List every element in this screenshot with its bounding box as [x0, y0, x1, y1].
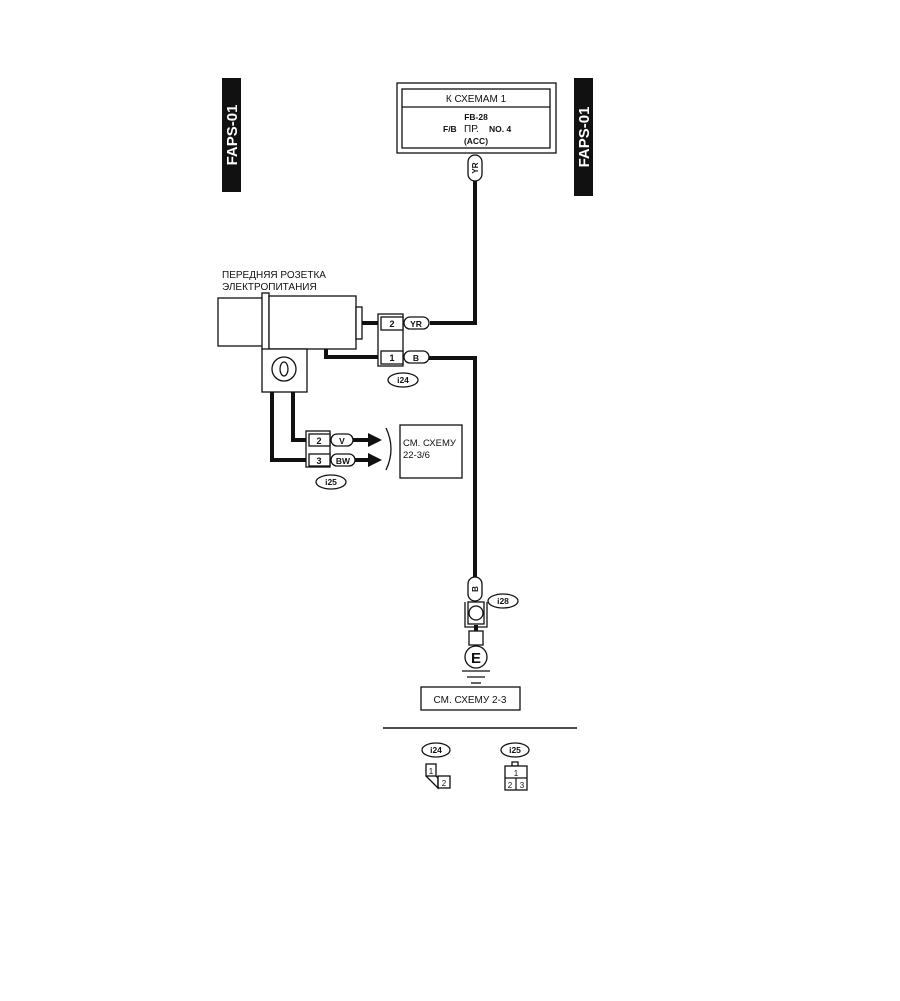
svg-text:1: 1 — [389, 353, 394, 363]
svg-text:ПР.: ПР. — [464, 124, 479, 135]
svg-text:FAPS-01: FAPS-01 — [576, 107, 593, 168]
legend-i25: i25 1 2 3 — [500, 742, 530, 791]
svg-text:2: 2 — [442, 779, 447, 788]
diagram-tag-left: FAPS-01 — [222, 78, 241, 192]
svg-text:i25: i25 — [509, 745, 521, 755]
svg-text:i28: i28 — [497, 596, 509, 606]
svg-text:V: V — [339, 436, 345, 446]
svg-text:2: 2 — [316, 436, 321, 446]
front-power-socket — [217, 292, 363, 393]
svg-text:FB-28: FB-28 — [464, 112, 488, 122]
wire-b — [429, 356, 477, 578]
svg-text:2: 2 — [508, 781, 513, 790]
ref-box-2-3: СМ. СХЕМУ 2-3 — [420, 686, 521, 711]
component-label: ПЕРЕДНЯЯ РОЗЕТКА — [222, 270, 326, 281]
svg-text:22-3/6: 22-3/6 — [403, 450, 430, 461]
power-source-box: К СХЕМАМ 1 FB-28 F/B ПР. NO. 4 (ACC) — [396, 82, 557, 154]
connector-i25: 2 3 V BW i25 — [305, 430, 356, 490]
svg-text:3: 3 — [316, 456, 321, 466]
svg-text:2: 2 — [389, 319, 394, 329]
svg-text:i24: i24 — [430, 745, 442, 755]
ground-connector-i28: B i28 E — [462, 576, 519, 684]
svg-text:YR: YR — [471, 162, 480, 173]
svg-text:NO. 4: NO. 4 — [489, 124, 511, 134]
wire-yr — [430, 181, 477, 325]
svg-text:F/B: F/B — [443, 124, 457, 134]
diagram-tag-right: FAPS-01 — [574, 78, 593, 196]
arrow-icon — [368, 453, 382, 467]
svg-text:К СХЕМАМ 1: К СХЕМАМ 1 — [446, 94, 507, 105]
svg-text:FAPS-01: FAPS-01 — [224, 105, 241, 166]
wire-b-socket — [324, 349, 378, 359]
svg-text:i25: i25 — [325, 477, 337, 487]
ground-icon: E — [471, 650, 481, 667]
svg-text:СМ. СХЕМУ 2-3: СМ. СХЕМУ 2-3 — [434, 695, 507, 706]
bracket — [385, 427, 392, 471]
connector-i24: 2 1 YR B i24 — [377, 313, 430, 388]
svg-text:(ACC): (ACC) — [464, 136, 488, 146]
legend-i24: i24 1 2 — [421, 742, 451, 790]
svg-text:B: B — [413, 353, 419, 363]
ref-box-22-3-6: СМ. СХЕМУ 22-3/6 — [399, 424, 463, 479]
svg-text:1: 1 — [429, 767, 434, 776]
svg-text:3: 3 — [520, 781, 525, 790]
svg-text:1: 1 — [514, 769, 519, 778]
svg-text:i24: i24 — [397, 375, 409, 385]
svg-text:YR: YR — [410, 319, 422, 329]
svg-text:ЭЛЕКТРОПИТАНИЯ: ЭЛЕКТРОПИТАНИЯ — [222, 282, 317, 293]
arrow-icon — [368, 433, 382, 447]
svg-text:BW: BW — [336, 456, 351, 466]
svg-text:СМ. СХЕМУ: СМ. СХЕМУ — [403, 438, 457, 449]
svg-text:B: B — [471, 586, 480, 592]
